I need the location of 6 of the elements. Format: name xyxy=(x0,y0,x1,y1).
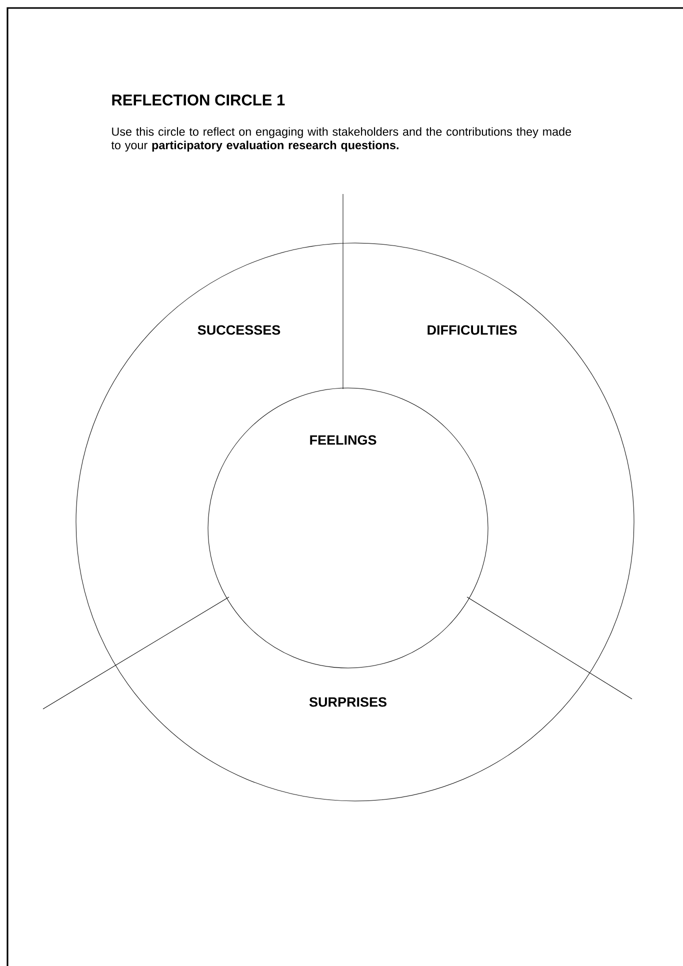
instructions: Use this circle to reflect on engaging with stakeholders and the contributions they made to your participatory evaluation research questions. xyxy=(111,127,572,152)
section-label: DIFFICULTIES xyxy=(428,325,517,335)
title: REFLECTION CIRCLE 1 xyxy=(112,94,285,106)
section-label: SURPRISES xyxy=(309,697,386,707)
section-label: FEELINGS xyxy=(310,435,376,445)
section-label: SUCCESSES xyxy=(198,325,280,335)
